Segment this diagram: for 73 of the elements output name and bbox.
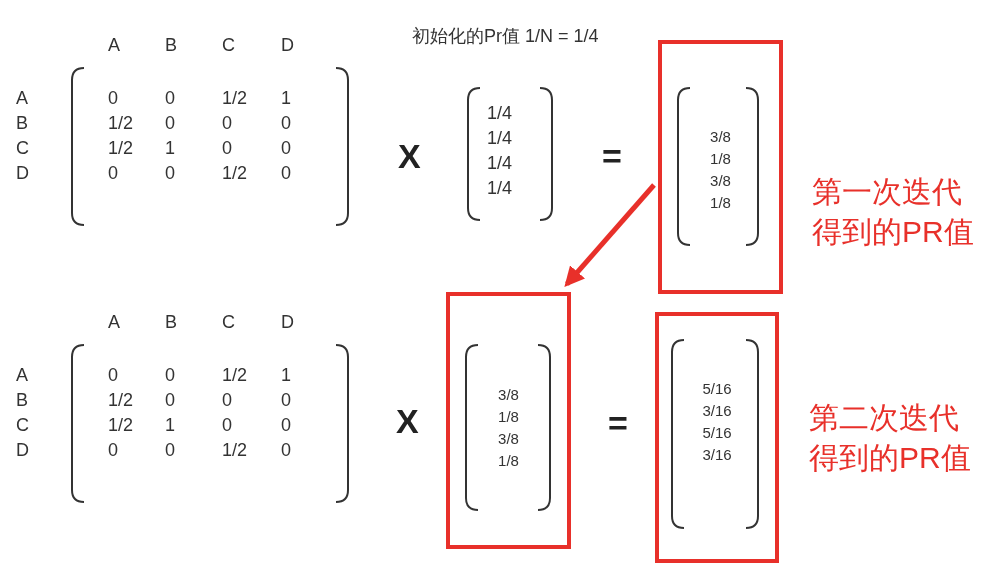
multiply-sign: X <box>398 138 421 174</box>
matrix-entry: 0 <box>108 365 118 385</box>
matrix-entry: 1 <box>165 138 175 158</box>
matrix-entry: 1 <box>281 88 291 108</box>
matrix-entry: A <box>16 365 28 385</box>
matrix-entry: 1/2 <box>222 163 248 183</box>
vector-entry: 1/8 <box>498 451 519 471</box>
equals-sign: = <box>608 405 628 441</box>
matrix-entry: 1/2 <box>222 88 248 108</box>
matrix-entry: 0 <box>222 113 232 133</box>
vector-entry: 3/8 <box>498 385 519 405</box>
matrix-entry: 0 <box>222 390 232 410</box>
matrix-entry: 1/2 <box>108 415 134 435</box>
matrix-entry: D <box>16 163 29 183</box>
matrix-entry: B <box>16 113 28 133</box>
matrix-entry: 1 <box>165 415 175 435</box>
matrix-entry: 1/2 <box>108 138 134 158</box>
multiply-sign: X <box>396 403 419 439</box>
matrix-entry: C <box>16 415 29 435</box>
matrix-entry: B <box>16 390 28 410</box>
matrix-entry: 1/2 <box>222 365 248 385</box>
matrix-entry: A <box>16 88 28 108</box>
matrix-entry: 0 <box>165 163 175 183</box>
vector-entry: 3/16 <box>702 401 732 421</box>
matrix-entry: D <box>281 35 294 55</box>
vector-entry: 3/8 <box>710 171 731 191</box>
matrix-entry: A <box>108 35 120 55</box>
matrix-entry: 0 <box>281 415 291 435</box>
matrix-entry: C <box>16 138 29 158</box>
matrix-entry: C <box>222 35 235 55</box>
note-text: 初始化的Pr值 1/N = 1/4 <box>412 26 599 46</box>
matrix-entry: 0 <box>222 138 232 158</box>
matrix-entry: 0 <box>165 88 175 108</box>
matrix-entry: 0 <box>281 440 291 460</box>
matrix-entry: 0 <box>108 88 118 108</box>
matrix-entry: B <box>165 35 177 55</box>
matrix-entry: 1/4 <box>487 128 513 148</box>
vector-entry: 1/8 <box>498 407 519 427</box>
matrix-entry: 0 <box>165 440 175 460</box>
highlight-box <box>446 292 571 549</box>
vector-entry: 1/8 <box>710 193 731 213</box>
vector-entry: 1/8 <box>710 149 731 169</box>
matrix-entry: 0 <box>281 138 291 158</box>
matrix-entry: 1/4 <box>487 178 513 198</box>
matrix-entry: D <box>16 440 29 460</box>
matrix-entry: 0 <box>165 365 175 385</box>
matrix-entry: 0 <box>165 113 175 133</box>
matrix-entry: 0 <box>281 390 291 410</box>
matrix-entry: 0 <box>281 113 291 133</box>
matrix-entry: 1/2 <box>108 113 134 133</box>
vector-entry: 5/16 <box>702 379 732 399</box>
matrix-entry: 1 <box>281 365 291 385</box>
matrix-entry: 1/2 <box>222 440 248 460</box>
matrix-entry: 1/4 <box>487 153 513 173</box>
matrix-entry: 0 <box>281 163 291 183</box>
matrix-entry: 1/2 <box>108 390 134 410</box>
matrix-entry: D <box>281 312 294 332</box>
vector-entry: 3/8 <box>710 127 731 147</box>
matrix-entry: 0 <box>108 440 118 460</box>
vector-entry: 5/16 <box>702 423 732 443</box>
vector-entry: 3/16 <box>702 445 732 465</box>
iteration-caption: 第二次迭代得到的PR值 <box>809 400 972 476</box>
matrix-entry: 0 <box>165 390 175 410</box>
matrix-entry: 0 <box>108 163 118 183</box>
equals-sign: = <box>602 138 622 174</box>
matrix-entry: B <box>165 312 177 332</box>
matrix-entry: A <box>108 312 120 332</box>
matrix-entry: C <box>222 312 235 332</box>
iteration-caption: 第一次迭代得到的PR值 <box>812 174 975 250</box>
vector-entry: 3/8 <box>498 429 519 449</box>
arrow <box>564 183 656 287</box>
matrix-entry: 1/4 <box>487 103 513 123</box>
matrix-entry: 0 <box>222 415 232 435</box>
